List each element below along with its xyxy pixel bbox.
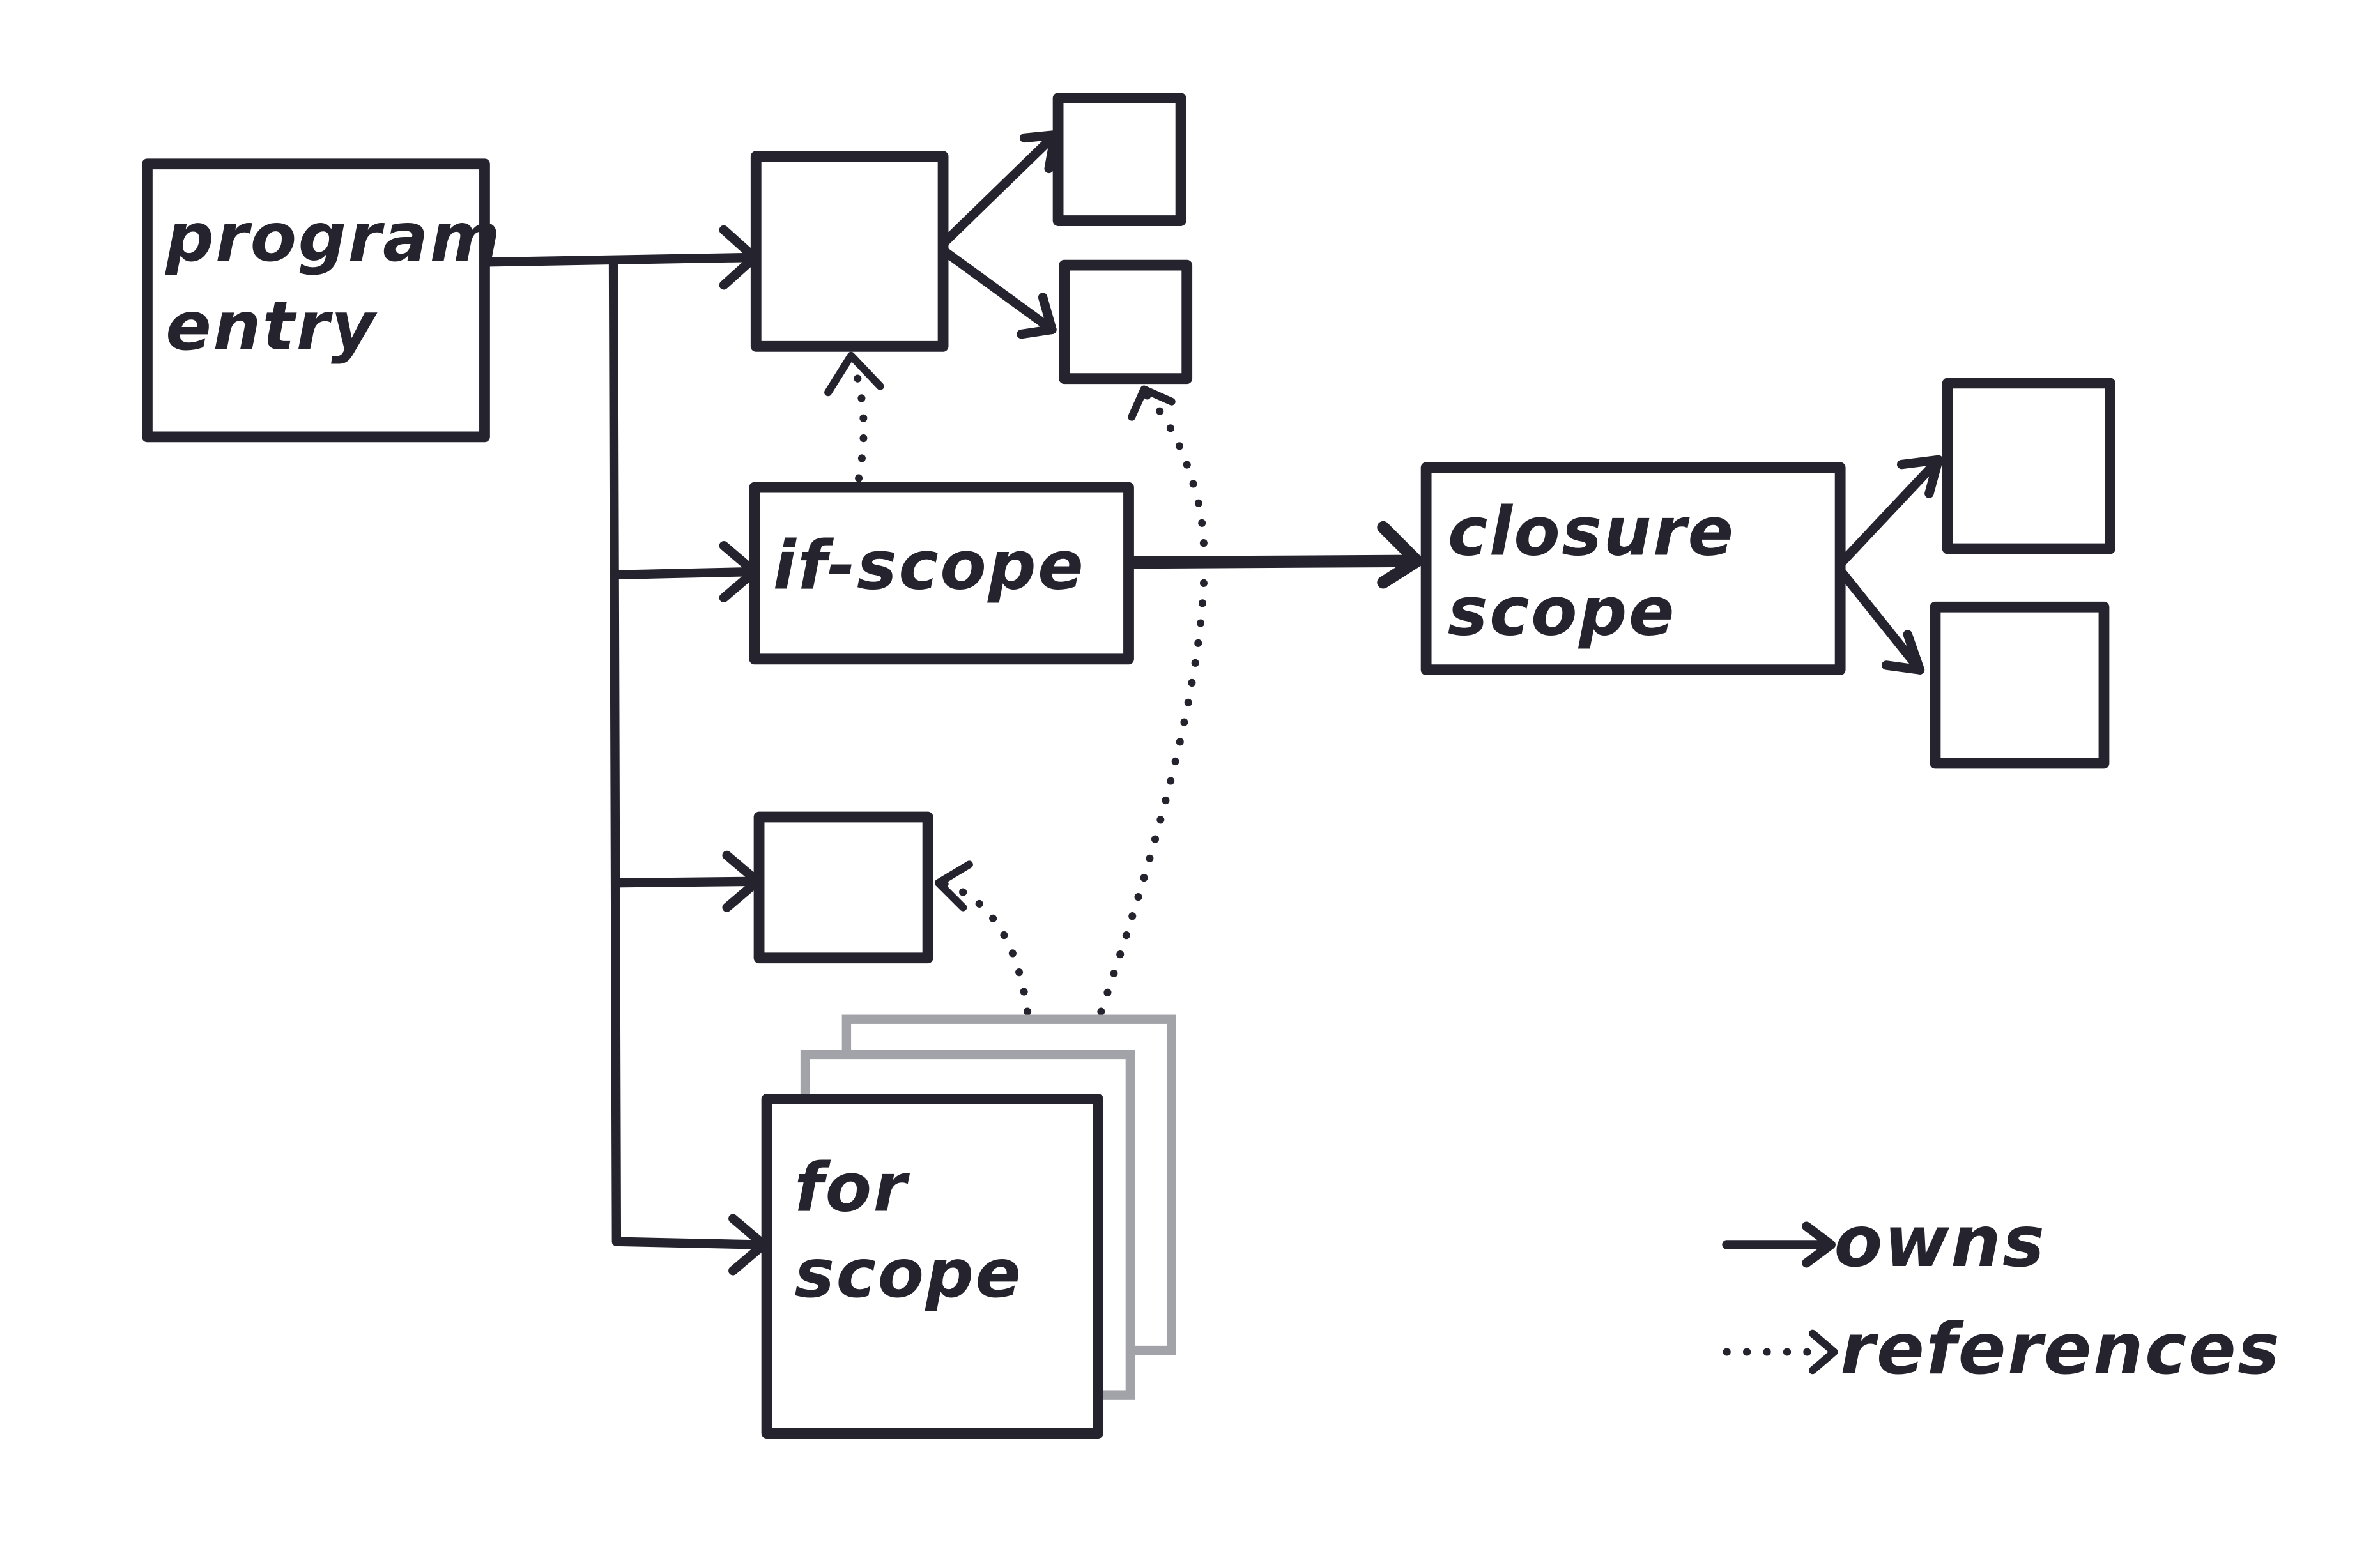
edge-trunk-to-loop-var xyxy=(611,876,760,888)
node-loop-var[interactable] xyxy=(753,811,933,964)
if-scope-label: if-scope xyxy=(773,526,1085,604)
edge-closure-to-var-b xyxy=(1835,565,1925,675)
edge-trunk-to-if-scope xyxy=(611,567,756,580)
closure-scope-label-line1: closure xyxy=(1448,492,1735,571)
for-scope-box xyxy=(761,1094,1103,1439)
node-if-scope[interactable]: if-scope xyxy=(749,482,1134,665)
edge-trunk-vertical xyxy=(608,256,762,1249)
closure-scope-label-line2: scope xyxy=(1448,572,1676,650)
arrowhead-closure xyxy=(1377,521,1424,589)
node-closure-scope[interactable]: closure scope xyxy=(1420,462,1846,676)
program-entry-label-line1: program xyxy=(164,198,502,277)
node-closure-var-b[interactable] xyxy=(1930,601,2110,769)
node-closure-var-a[interactable] xyxy=(1942,378,2115,554)
owns-edges xyxy=(480,130,1943,1276)
program-entry-box xyxy=(142,158,490,443)
reference-edges xyxy=(824,351,1208,1016)
ref-arrowhead-var-b xyxy=(1128,385,1176,421)
edge-if-scope-to-closure xyxy=(1122,554,1414,569)
legend-references: references xyxy=(1723,1309,2281,1391)
legend-owns-arrow-icon xyxy=(1722,1221,1836,1268)
legend-owns: owns xyxy=(1722,1202,2046,1283)
if-scope-box xyxy=(749,482,1134,665)
edge-global-vars-to-var-b xyxy=(940,247,1057,335)
arrowhead-closure-var-b xyxy=(1881,630,1925,675)
node-program-entry[interactable]: program entry xyxy=(142,158,502,443)
ref-arrowhead-loop-var xyxy=(934,860,973,912)
arrowhead-var-b xyxy=(1017,293,1057,339)
node-global-vars[interactable] xyxy=(750,151,949,352)
for-scope-label-line2: scope xyxy=(794,1234,1022,1313)
program-entry-label-line2: entry xyxy=(165,287,378,365)
closure-scope-box xyxy=(1420,462,1846,676)
node-for-scope-stack[interactable]: for scope xyxy=(761,1014,1176,1439)
legend-owns-label: owns xyxy=(1834,1202,2046,1283)
arrowhead-closure-var-a xyxy=(1896,455,1943,498)
legend-references-label: references xyxy=(1840,1309,2281,1391)
ref-if-scope-to-global-vars xyxy=(848,358,868,482)
legend-references-arrowhead-icon xyxy=(1808,1329,1838,1375)
edge-global-vars-to-var-a xyxy=(940,130,1060,247)
node-global-var-b[interactable] xyxy=(1059,259,1193,385)
for-scope-label-line1: for xyxy=(794,1149,910,1227)
node-global-var-a[interactable] xyxy=(1052,93,1186,226)
ref-arrowhead-global-vars xyxy=(824,351,884,397)
edge-closure-to-var-a xyxy=(1835,455,1943,569)
legend: owns references xyxy=(1722,1202,2281,1391)
